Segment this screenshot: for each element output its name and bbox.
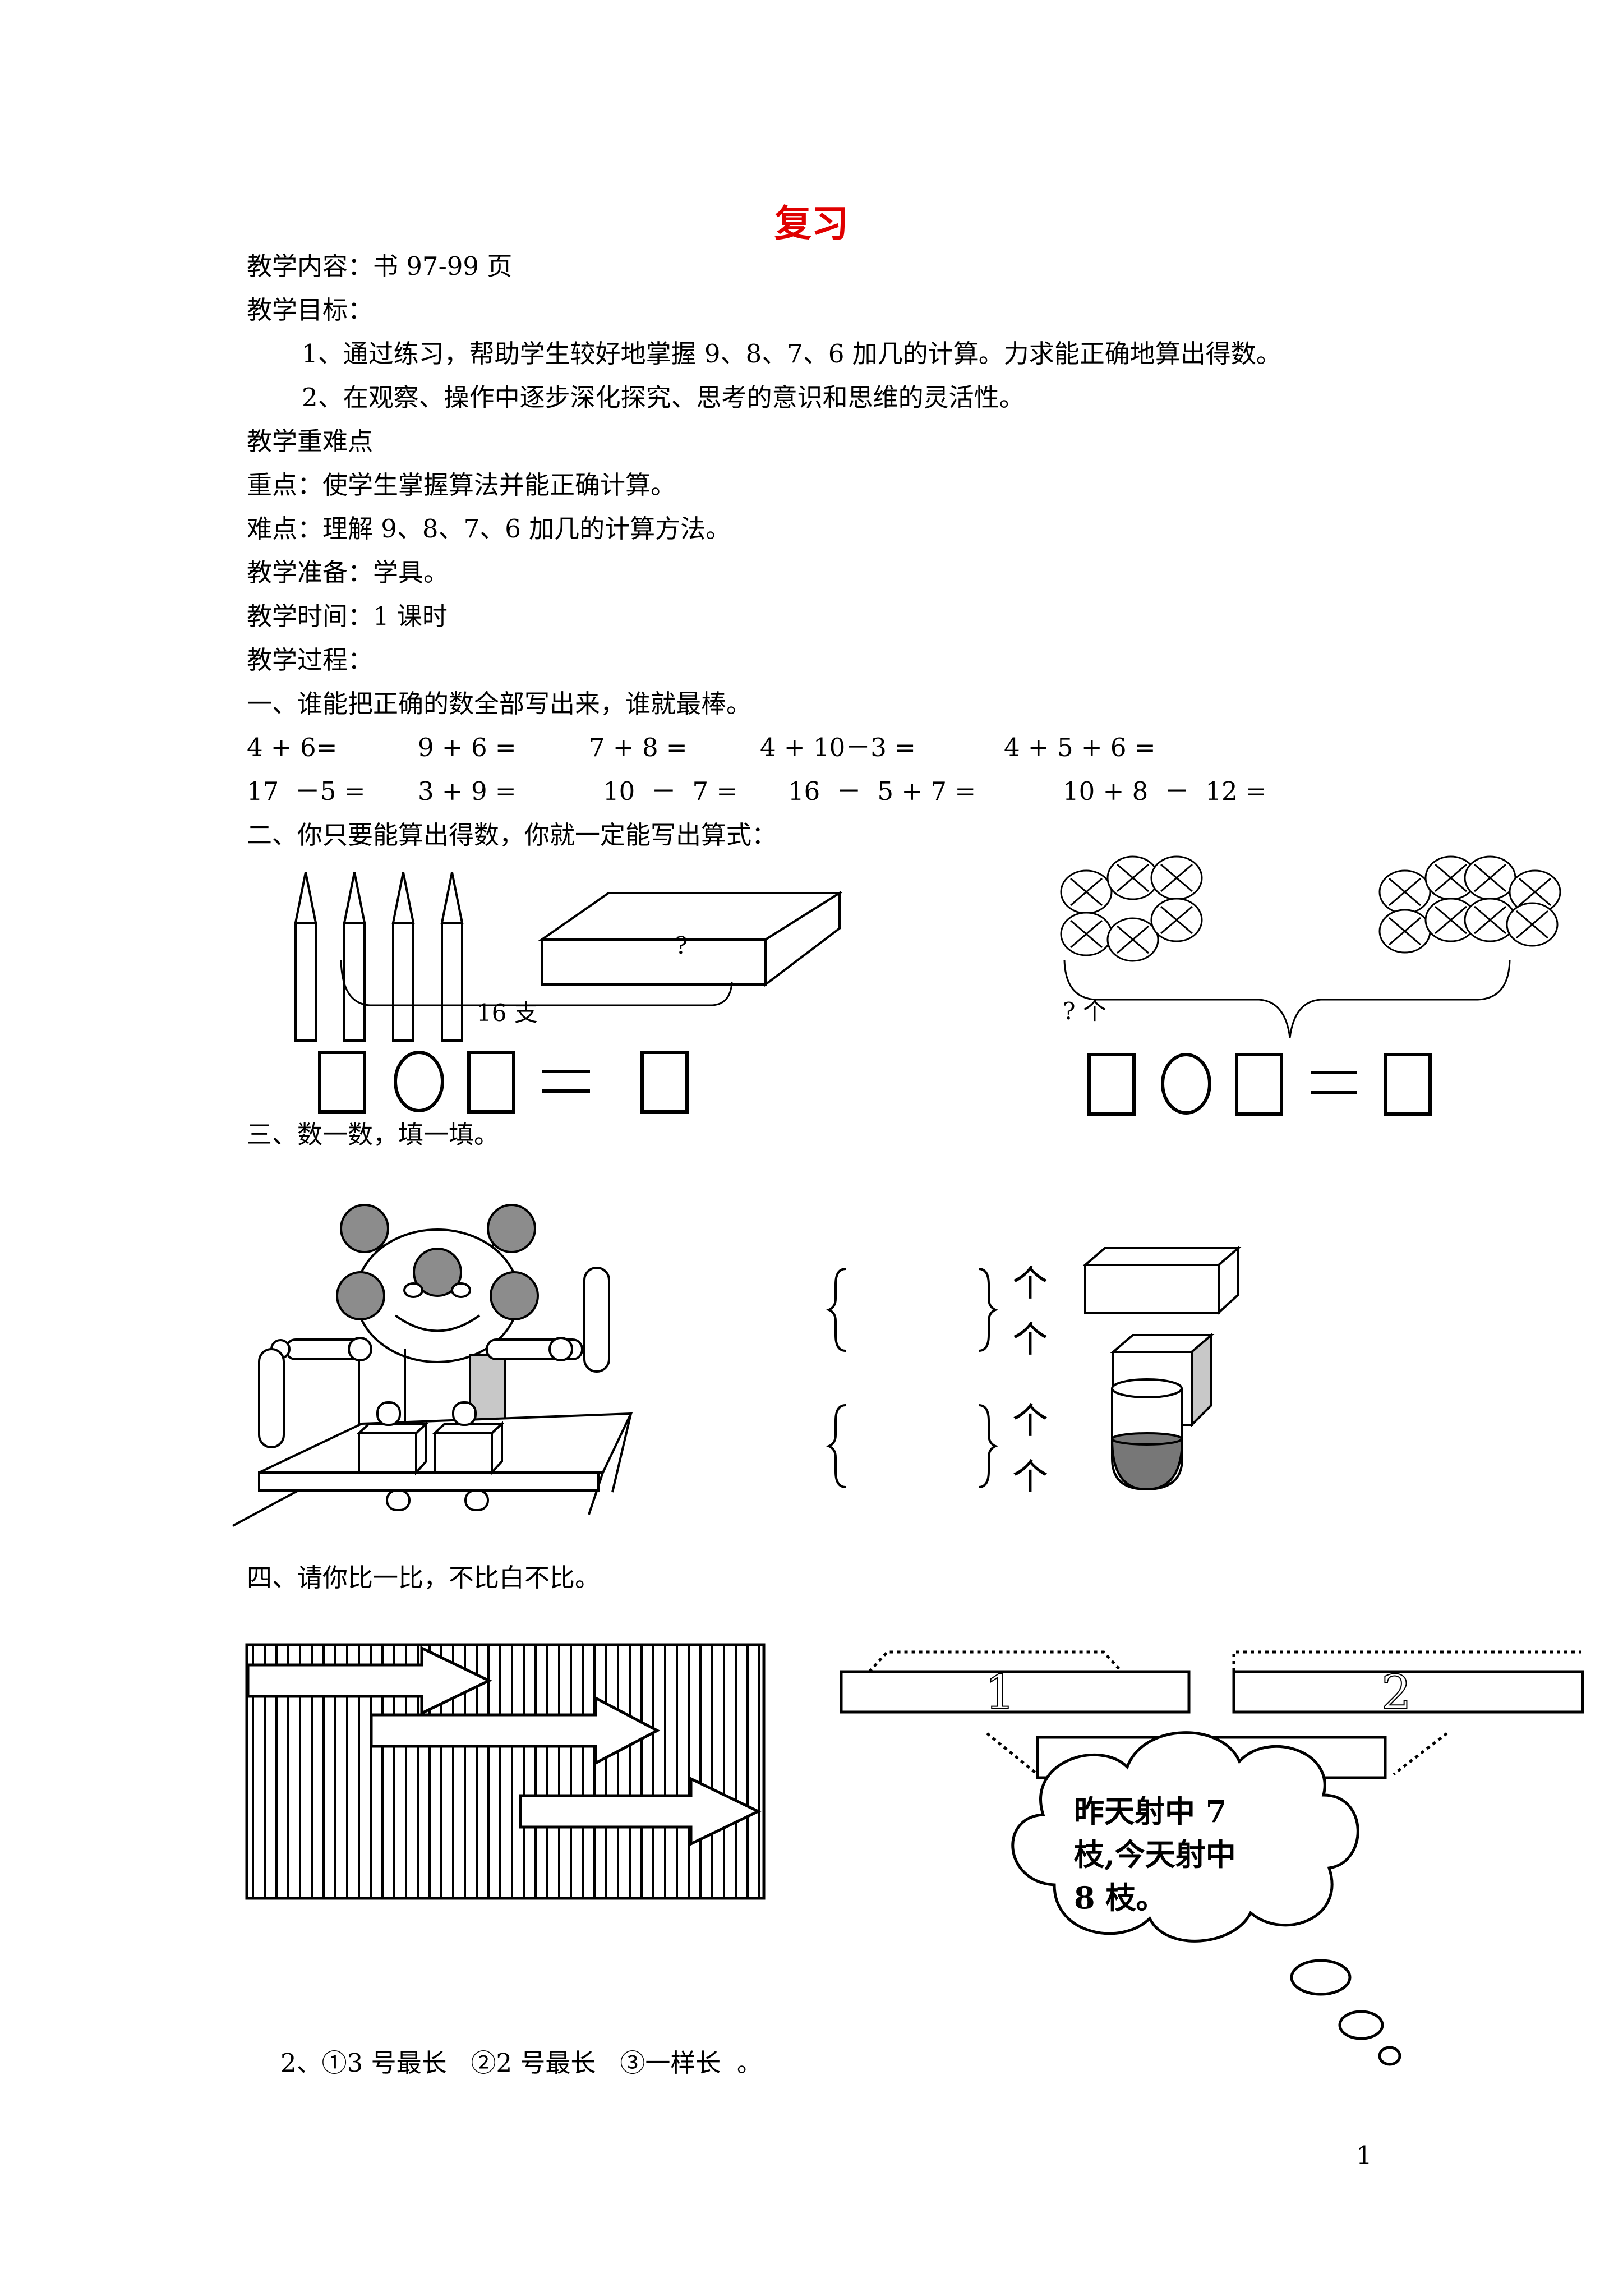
equation-left: [318, 1051, 689, 1114]
crossed-circle-icon: [1378, 909, 1431, 954]
crossed-circle-icon: [1060, 912, 1113, 956]
preparation: 教学准备：学具。: [247, 558, 449, 587]
answer-box: [1087, 1053, 1136, 1116]
box-question-label: ?: [675, 932, 688, 959]
pencils-figure: [294, 872, 464, 1042]
answer-box: [640, 1051, 689, 1114]
crossed-circle-icon: [1106, 855, 1159, 900]
answer-box: [1235, 1053, 1283, 1116]
exercise: 4 + 5 + 6 =: [1004, 733, 1156, 762]
pencil-box-icon: [538, 891, 843, 987]
pencil-total-label: 16 支: [477, 999, 538, 1027]
content-line: 教学内容：书 97-99 页: [247, 251, 513, 281]
rectangular-prism-icon: [1082, 1245, 1242, 1315]
cloud-text-line: 枝,今天射中: [1074, 1837, 1236, 1872]
strip-2: [1232, 1670, 1584, 1714]
cube-icon: [431, 1421, 505, 1476]
unit-label: 个: [1012, 1457, 1048, 1498]
exercise: 16 － 5 + 7 =: [788, 776, 976, 806]
section-1-heading: 一、谁能把正确的数全部写出来，谁就最棒。: [247, 689, 752, 719]
crossed-circle-icon: [1150, 855, 1203, 900]
crossed-circle-icon: [1106, 917, 1159, 962]
answer-box: [1384, 1053, 1432, 1116]
goal-item-2: 2、在观察、操作中逐步深化探究、思考的意识和思维的灵活性。: [302, 383, 1025, 412]
cloud-text-line: 昨天射中 7: [1074, 1793, 1227, 1829]
exercise: 3 + 9 =: [418, 776, 517, 806]
pencil-icon: [440, 872, 464, 1042]
cloud-text-line: 8 枝。: [1074, 1880, 1166, 1916]
section-4-heading: 四、请你比一比，不比白不比。: [247, 1563, 601, 1593]
equation-right: [1087, 1053, 1432, 1116]
ball-question-label: ? 个: [1063, 997, 1106, 1025]
answer-box: [467, 1051, 515, 1114]
crossed-circle-icon: [1060, 869, 1113, 914]
cube-icon: [356, 1421, 430, 1476]
crossed-circle-icon: [1506, 902, 1559, 947]
exercise: 9 + 6 =: [418, 733, 517, 762]
unit-label: 个: [1012, 1401, 1048, 1442]
operator-circle: [1161, 1053, 1211, 1115]
key-point: 重点：使学生掌握算法并能正确计算。: [247, 470, 676, 500]
crossed-circle-icon: [1424, 898, 1477, 942]
crossed-circles-right: [1378, 855, 1561, 954]
strip-1: [840, 1670, 1191, 1714]
pencil-icon: [343, 872, 366, 1042]
section-3-heading: 三、数一数，填一填。: [247, 1120, 500, 1149]
crossed-circle-icon: [1464, 855, 1516, 900]
pencil-icon: [391, 872, 415, 1042]
unit-label: 个: [1012, 1319, 1048, 1361]
exercise: 7 + 8 =: [589, 733, 688, 762]
count-brackets: [826, 1268, 999, 1488]
crossed-circle-icon: [1150, 898, 1203, 942]
goal-item-1: 1、通过练习，帮助学生较好地掌握 9、8、7、6 加几的计算。力求能正确地算出得…: [302, 339, 1281, 369]
key-difficulty-heading: 教学重难点: [247, 426, 374, 456]
exercise: 10 － 7 =: [603, 776, 738, 806]
strip-number: 2: [1381, 1665, 1411, 1720]
page-number: 1: [1356, 2141, 1372, 2170]
total-brace: [1063, 960, 1511, 1038]
unit-label: 个: [1012, 1263, 1048, 1305]
crossed-circles-left: [1060, 855, 1203, 962]
thought-cloud-icon: [1011, 1731, 1401, 2066]
teaching-time: 教学时间：1 课时: [247, 601, 448, 631]
exercise: 4 + 10－3 =: [760, 733, 916, 762]
arrow-icon: [246, 1646, 762, 1846]
crossed-circle-icon: [1378, 869, 1431, 914]
total-brace: [340, 960, 733, 1006]
page-title: 复习: [774, 201, 849, 245]
pencil-icon: [294, 872, 317, 1042]
strip-number: 1: [985, 1665, 1015, 1720]
exercise: 10 + 8 － 12 =: [1063, 776, 1267, 806]
answer-box: [318, 1051, 366, 1114]
robot-figure: [232, 1204, 633, 1527]
crossed-circle-icon: [1509, 869, 1561, 914]
answer-line: 2、①3 号最长 ②2 号最长 ③一样长 。: [280, 2048, 762, 2078]
cube-cup-icon: [1110, 1332, 1215, 1491]
goal-heading: 教学目标：: [247, 295, 374, 325]
operator-circle: [394, 1051, 444, 1112]
exercise: 17 －5 =: [247, 776, 366, 806]
difficult-point: 难点：理解 9、8、7、6 加几的计算方法。: [247, 514, 731, 544]
process-heading: 教学过程：: [247, 645, 374, 675]
exercise: 4 + 6=: [247, 733, 338, 762]
section-2-heading: 二、你只要能算出得数，你就一定能写出算式：: [247, 820, 777, 850]
